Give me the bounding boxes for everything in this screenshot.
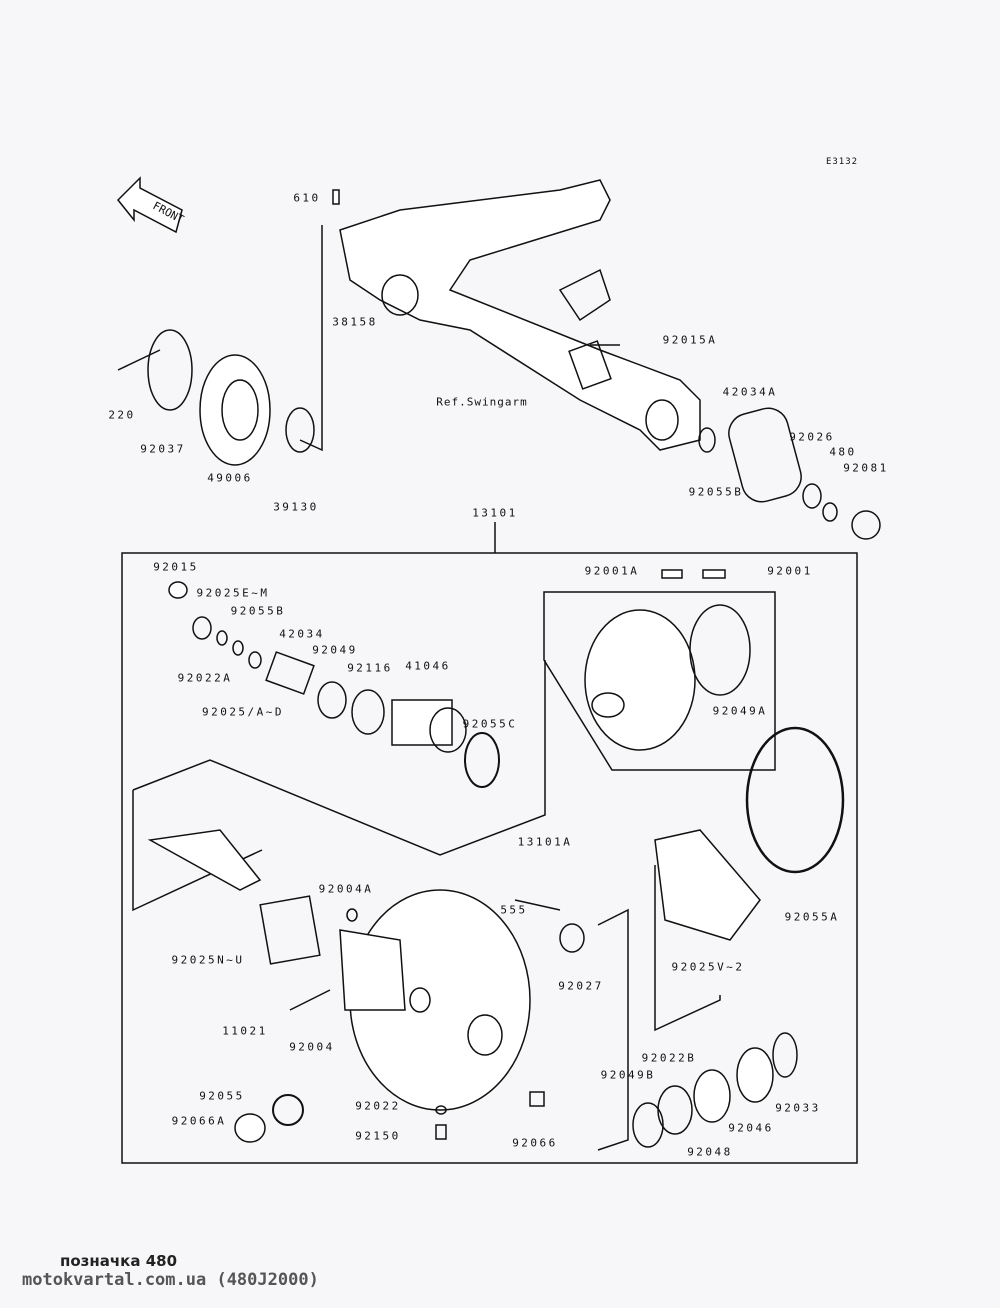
part-label[interactable]: 92022	[355, 1099, 401, 1113]
diagram-code: E3132	[825, 157, 859, 167]
oring-92055A	[745, 726, 845, 874]
part-label[interactable]: 92025V~2	[671, 960, 745, 974]
part-label[interactable]: 92022A	[177, 671, 233, 685]
part-label[interactable]: 92027	[558, 979, 604, 993]
part-label[interactable]: 92037	[140, 442, 186, 456]
part-label[interactable]: 92001	[767, 564, 813, 578]
part-label[interactable]: 92055B	[230, 604, 286, 618]
part-label[interactable]: 92066	[512, 1136, 558, 1150]
part-label[interactable]: 49006	[207, 471, 253, 485]
part-label[interactable]: 92055	[199, 1089, 245, 1103]
part-label[interactable]: 92033	[775, 1101, 821, 1115]
front-arrow-icon: FRONT	[116, 176, 186, 234]
footer-caption: позначка 480	[60, 1252, 178, 1270]
part-label[interactable]: 92046	[728, 1121, 774, 1135]
part-label[interactable]: 92025N~U	[171, 953, 245, 967]
part-label[interactable]: 92116	[347, 661, 393, 675]
part-label[interactable]: 92022B	[641, 1051, 697, 1065]
part-label[interactable]: 92015	[153, 560, 199, 574]
part-label[interactable]: 92055A	[784, 910, 840, 924]
part-label[interactable]: 92026	[789, 430, 835, 444]
clamp-92037	[147, 329, 193, 411]
part-label[interactable]: 92004	[289, 1040, 335, 1054]
part-label[interactable]: Ref.Swingarm	[436, 395, 528, 409]
part-label[interactable]: 41046	[405, 659, 451, 673]
part-label[interactable]: 92150	[355, 1129, 401, 1143]
part-label[interactable]: 92025E~M	[196, 586, 270, 600]
part-label[interactable]: 480	[829, 445, 857, 459]
part-label[interactable]: 39130	[273, 500, 319, 514]
part-label[interactable]: 92001A	[584, 564, 640, 578]
part-label[interactable]: 42034A	[722, 385, 778, 399]
part-label[interactable]: 13101A	[517, 835, 573, 849]
part-label[interactable]: 11021	[222, 1024, 268, 1038]
swingarm	[332, 179, 701, 451]
part-label[interactable]: 92015A	[662, 333, 718, 347]
part-label[interactable]: 38158	[332, 315, 378, 329]
part-label[interactable]: 13101	[472, 506, 518, 520]
part-label[interactable]: 610	[293, 191, 321, 205]
part-label[interactable]: 92066A	[171, 1114, 227, 1128]
part-label[interactable]: 220	[108, 408, 136, 422]
part-label[interactable]: 92048	[687, 1145, 733, 1159]
housing-49006	[199, 354, 271, 466]
ring-gear	[584, 609, 696, 751]
part-label[interactable]: 92004A	[318, 882, 374, 896]
bearing-39130	[285, 407, 315, 453]
gasket-92025V2	[654, 829, 761, 941]
assembly-box-13101	[121, 552, 858, 1164]
part-label[interactable]: 92081	[843, 461, 889, 475]
footer-source: motokvartal.com.ua (480J2000)	[22, 1270, 319, 1290]
tube-42034A	[728, 407, 802, 503]
gasket-92025NU	[259, 895, 321, 965]
part-label[interactable]: 92049A	[712, 704, 768, 718]
part-label[interactable]: 92049	[312, 643, 358, 657]
part-label[interactable]: 92055C	[462, 717, 518, 731]
part-label[interactable]: 92025/A~D	[201, 705, 285, 719]
part-label[interactable]: 555	[500, 903, 528, 917]
seal-92049A	[689, 604, 751, 696]
part-label[interactable]: 92049B	[600, 1068, 656, 1082]
part-label[interactable]: 92055B	[688, 485, 744, 499]
part-label[interactable]: 42034	[279, 627, 325, 641]
